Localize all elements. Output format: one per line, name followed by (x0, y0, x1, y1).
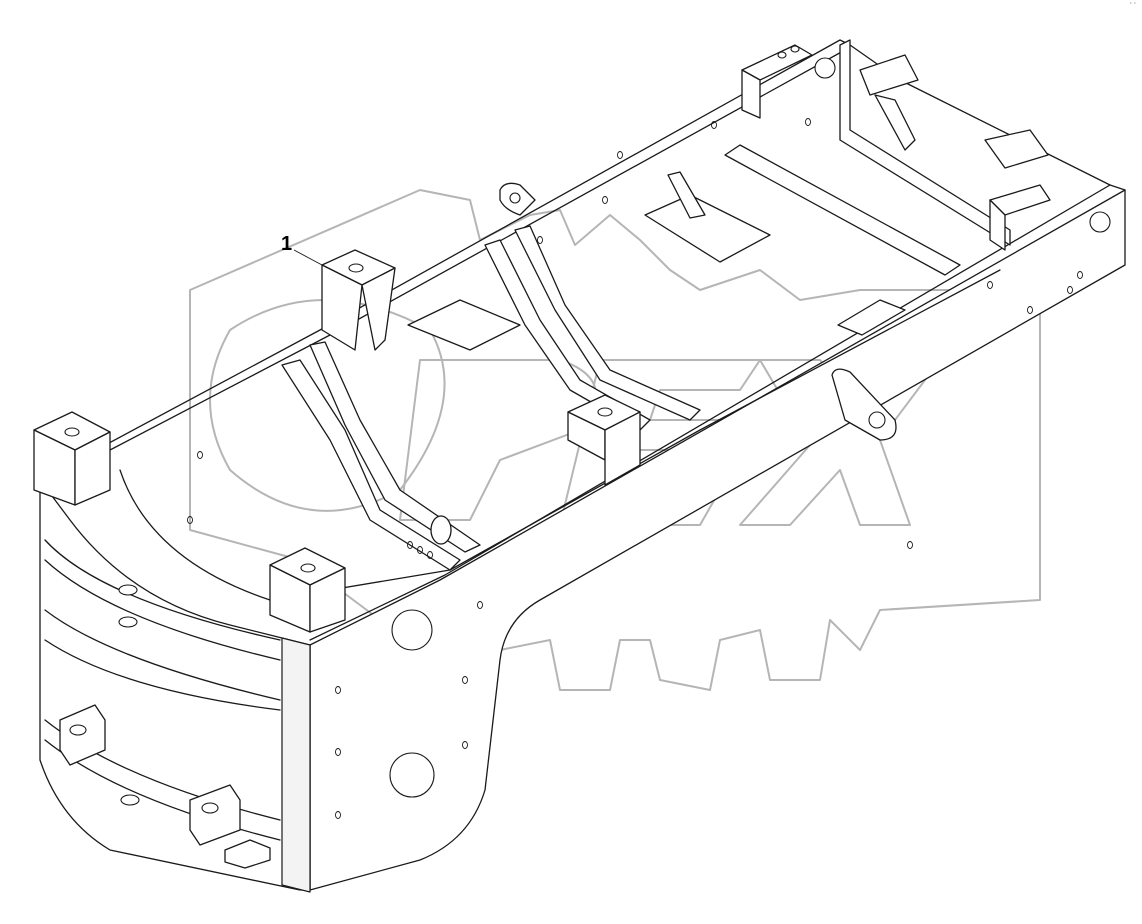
floor-plate-1 (407, 299, 521, 351)
chassis-frame (33, 39, 1126, 893)
brace-right (484, 239, 651, 431)
gusset (667, 171, 706, 219)
rear-beam-hole (814, 57, 836, 79)
brace-left (281, 359, 461, 571)
front-shelf-4 (44, 639, 281, 711)
mount-block-center (567, 394, 641, 486)
shelf-block (224, 839, 271, 869)
mount-block-callout-1 (321, 249, 396, 351)
shelf-hole-2 (120, 794, 140, 806)
rail-hole-1 (391, 609, 433, 651)
front-shelf-3 (44, 609, 281, 701)
callout-label-1: 1 (281, 233, 293, 255)
mount-block-rear-right (984, 129, 1051, 251)
shelf-hole-3 (118, 616, 138, 628)
clevis-bracket-upper (59, 704, 106, 766)
rivet-holes (187, 118, 1083, 819)
rear-floor-beam (724, 144, 961, 276)
shelf-hole-1 (118, 584, 138, 596)
lifting-eye-left-hole (509, 192, 521, 204)
right-side-rail (309, 189, 1126, 891)
front-shelf-2 (44, 559, 281, 661)
mount-block-front-left (33, 411, 111, 506)
brace-left-2 (309, 341, 481, 553)
callout-leader-1 (293, 249, 323, 266)
lifting-eye-right-hole (868, 411, 886, 429)
clevis-bracket-lower (189, 784, 241, 846)
corner-note: ° ° (1129, 2, 1136, 8)
floor-plate-2 (644, 194, 771, 263)
brace-right-2 (514, 225, 701, 421)
hinge-roller (430, 515, 452, 545)
mount-block-rear-left (741, 44, 813, 119)
small-plate (837, 299, 906, 336)
rail-hole-2 (389, 752, 435, 798)
right-rail-top (309, 184, 1126, 641)
rail-hole-rear (1089, 211, 1111, 233)
front-panel (39, 479, 311, 891)
front-corner-post (281, 637, 311, 893)
mount-block-front-right (269, 547, 346, 633)
mount-block-rear-mid (859, 54, 919, 151)
